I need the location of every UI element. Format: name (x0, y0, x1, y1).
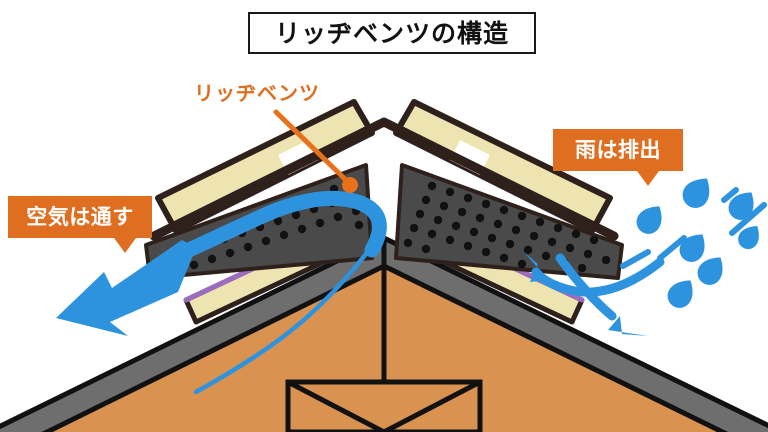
roof-truss (285, 260, 483, 432)
page-title: リッヂベンツの構造 (248, 12, 536, 54)
vent-block-right (394, 163, 624, 280)
ridge-cap-left (149, 99, 381, 241)
raindrop (667, 280, 693, 308)
rain-drain-arrow-right (555, 253, 648, 336)
truss-brace-left (286, 379, 386, 432)
raindrop (697, 257, 723, 285)
airflow-exhaust-arrow-left (56, 240, 196, 336)
raindrop (728, 192, 754, 220)
vent-perforations-right (403, 181, 611, 273)
raindrop (682, 178, 710, 208)
callout-air-passes: 空気は通す (8, 196, 152, 253)
raindrop (679, 234, 705, 262)
callout-tail-icon (114, 238, 136, 253)
raindrop (738, 225, 759, 250)
ridge-vent-label: リッヂベンツ (194, 81, 320, 105)
raindrop (636, 206, 662, 234)
rain-streaks (620, 187, 767, 269)
callout-rain-drains-text: 雨は排出 (575, 137, 661, 162)
roof-slab-right (381, 235, 768, 432)
callout-air-passes-text: 空気は通す (26, 204, 134, 229)
ridge-cap-left-panel (155, 99, 375, 234)
raindrops-group (620, 178, 767, 308)
truss-tie-beam-box (285, 379, 483, 432)
truss-brace-right (382, 379, 482, 432)
ridge-cap-left-top-rail (149, 121, 381, 241)
vent-label-leader (273, 109, 358, 193)
airflow-attic-stream (193, 243, 375, 395)
callout-rain-drains: 雨は排出 (553, 129, 683, 186)
page-title-text: リッヂベンツの構造 (274, 18, 509, 48)
vent-label-leader-dot (342, 177, 358, 193)
ridge-cap-apex (371, 117, 397, 131)
airflow-exhaust-path (168, 190, 387, 264)
ridge-cap-right-panel (393, 99, 613, 234)
callout-tail-icon (637, 171, 659, 186)
ridge-cap-right (387, 99, 619, 241)
airflow-intake-arrow-right (524, 252, 665, 297)
ridge-cap-right-top-rail (387, 121, 619, 241)
roof-slab-group (0, 235, 768, 432)
